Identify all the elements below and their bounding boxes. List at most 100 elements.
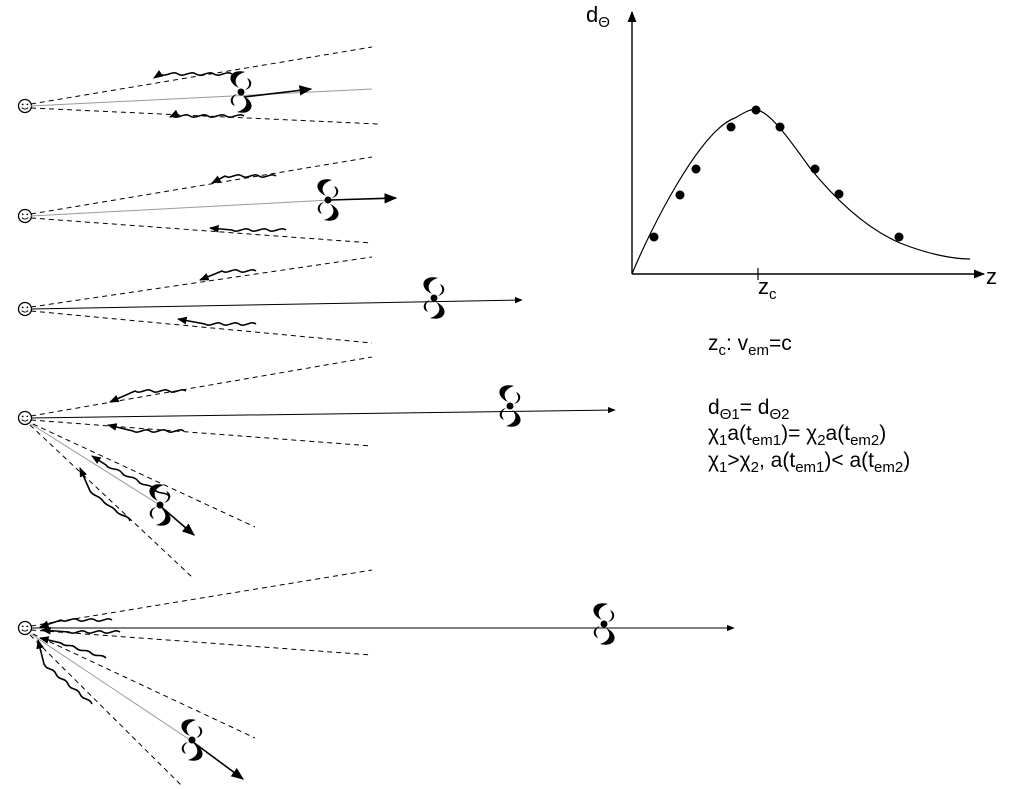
light-wave-arrow xyxy=(199,269,257,281)
dashed-ray xyxy=(30,256,373,308)
y-axis-symbol: d xyxy=(586,2,599,27)
velocity-arrow xyxy=(243,85,313,98)
galaxy-icon xyxy=(593,603,615,645)
x-axis-label: z xyxy=(986,266,997,288)
light-wave-arrow xyxy=(107,423,185,433)
light-wave-arrow xyxy=(79,467,131,522)
light-wave-arrow xyxy=(39,636,107,659)
equation-text: a(t xyxy=(727,422,752,445)
light-wave-arrow xyxy=(153,70,233,79)
galaxy-icon xyxy=(181,719,203,761)
equation-subscript: 1 xyxy=(719,432,728,449)
equation-text: =c xyxy=(769,332,792,355)
galaxy-icon xyxy=(423,277,445,319)
y-axis-subscript: Θ xyxy=(598,14,610,31)
data-point xyxy=(775,122,785,132)
data-points xyxy=(649,105,904,242)
equation-distance: dΘ1= dΘ2 xyxy=(708,396,790,423)
galaxy-icon xyxy=(230,71,252,113)
equation-subscript: 1 xyxy=(719,459,728,476)
dashed-ray xyxy=(30,310,373,344)
scene-row-1 xyxy=(17,46,379,125)
scene-row-5 xyxy=(17,569,735,787)
x-axis-symbol: z xyxy=(986,264,997,289)
equation-subscript: em2 xyxy=(874,459,904,476)
data-point xyxy=(649,232,659,242)
equation-subscript: 2 xyxy=(817,432,826,449)
light-wave-arrow xyxy=(169,109,245,118)
equation-subscript: Θ2 xyxy=(769,406,790,423)
data-point xyxy=(894,232,904,242)
equation-text: : v xyxy=(726,332,749,355)
light-wave-arrow xyxy=(39,618,113,628)
equation-subscript: em1 xyxy=(795,459,825,476)
equation-inequality: χ1>χ2, a(tem1)< a(tem2) xyxy=(708,449,910,476)
dashed-ray xyxy=(30,107,379,125)
equation-text: a(t xyxy=(825,422,851,445)
velocity-arrow xyxy=(329,193,398,204)
scene-row-2 xyxy=(17,156,398,244)
data-point xyxy=(726,122,736,132)
dashed-ray xyxy=(32,633,256,739)
equation-subscript: em1 xyxy=(751,432,782,449)
scene-row-3 xyxy=(17,256,523,344)
fit-curve xyxy=(631,108,971,275)
galaxy-icon xyxy=(149,484,171,526)
observer-icon xyxy=(17,98,33,114)
scene-row-4 xyxy=(17,356,616,579)
equation-subscript: Θ1 xyxy=(719,406,740,423)
tick-subscript: c xyxy=(769,286,777,303)
equation-text: z xyxy=(708,332,719,355)
equation-subscript: 2 xyxy=(750,459,760,476)
dashed-ray xyxy=(30,569,373,627)
dashed-ray xyxy=(30,156,373,215)
light-wave-arrow xyxy=(91,455,171,498)
light-wave-arrow xyxy=(211,174,277,184)
equation-text: χ xyxy=(708,449,720,472)
velocity-arrow xyxy=(192,741,245,780)
observer-icon xyxy=(17,620,33,636)
equation-text: >χ xyxy=(727,449,751,472)
galaxy-icon xyxy=(499,385,521,427)
equation-subscript: em2 xyxy=(850,432,880,449)
plot xyxy=(627,10,986,280)
zc-tick-label: zc xyxy=(758,274,777,303)
observer-icon xyxy=(17,301,33,317)
tick-symbol: z xyxy=(758,274,769,299)
sightline xyxy=(30,88,373,107)
light-wave-arrow xyxy=(209,224,287,233)
data-point xyxy=(675,190,685,200)
dashed-ray xyxy=(29,424,194,579)
equation-subscript: em xyxy=(748,342,770,359)
light-wave-arrow xyxy=(36,639,93,705)
sightline xyxy=(30,423,159,505)
data-point xyxy=(691,164,701,174)
equation-text: , a(t xyxy=(759,449,796,472)
light-wave-arrow xyxy=(41,626,121,635)
y-axis-label: dΘ xyxy=(586,2,610,31)
velocity-arrow xyxy=(157,503,195,536)
equation-text: = d xyxy=(739,396,770,419)
sightline xyxy=(30,633,194,743)
light-wave-arrow xyxy=(109,389,187,403)
equation-chi-a: χ1a(tem1)= χ2a(tem2) xyxy=(708,422,886,449)
dashed-ray xyxy=(32,423,256,528)
equation-text: )< a(t xyxy=(824,449,874,472)
dashed-ray xyxy=(30,356,373,417)
equation-subscript: c xyxy=(718,342,727,359)
equation-zc: zc: vem=c xyxy=(708,332,792,359)
dashed-ray xyxy=(30,419,373,447)
equation-text: d xyxy=(708,396,720,419)
observer-icon xyxy=(17,410,33,426)
data-point xyxy=(810,164,820,174)
data-point xyxy=(751,105,761,115)
equation-text: ) xyxy=(903,449,911,472)
equation-text: )= χ xyxy=(781,422,818,445)
dashed-ray xyxy=(30,217,373,244)
equation-text: ) xyxy=(879,422,887,445)
light-wave-arrow xyxy=(177,316,257,326)
velocity-arrow xyxy=(30,406,616,419)
dashed-ray xyxy=(30,629,373,656)
equation-text: χ xyxy=(708,422,720,445)
